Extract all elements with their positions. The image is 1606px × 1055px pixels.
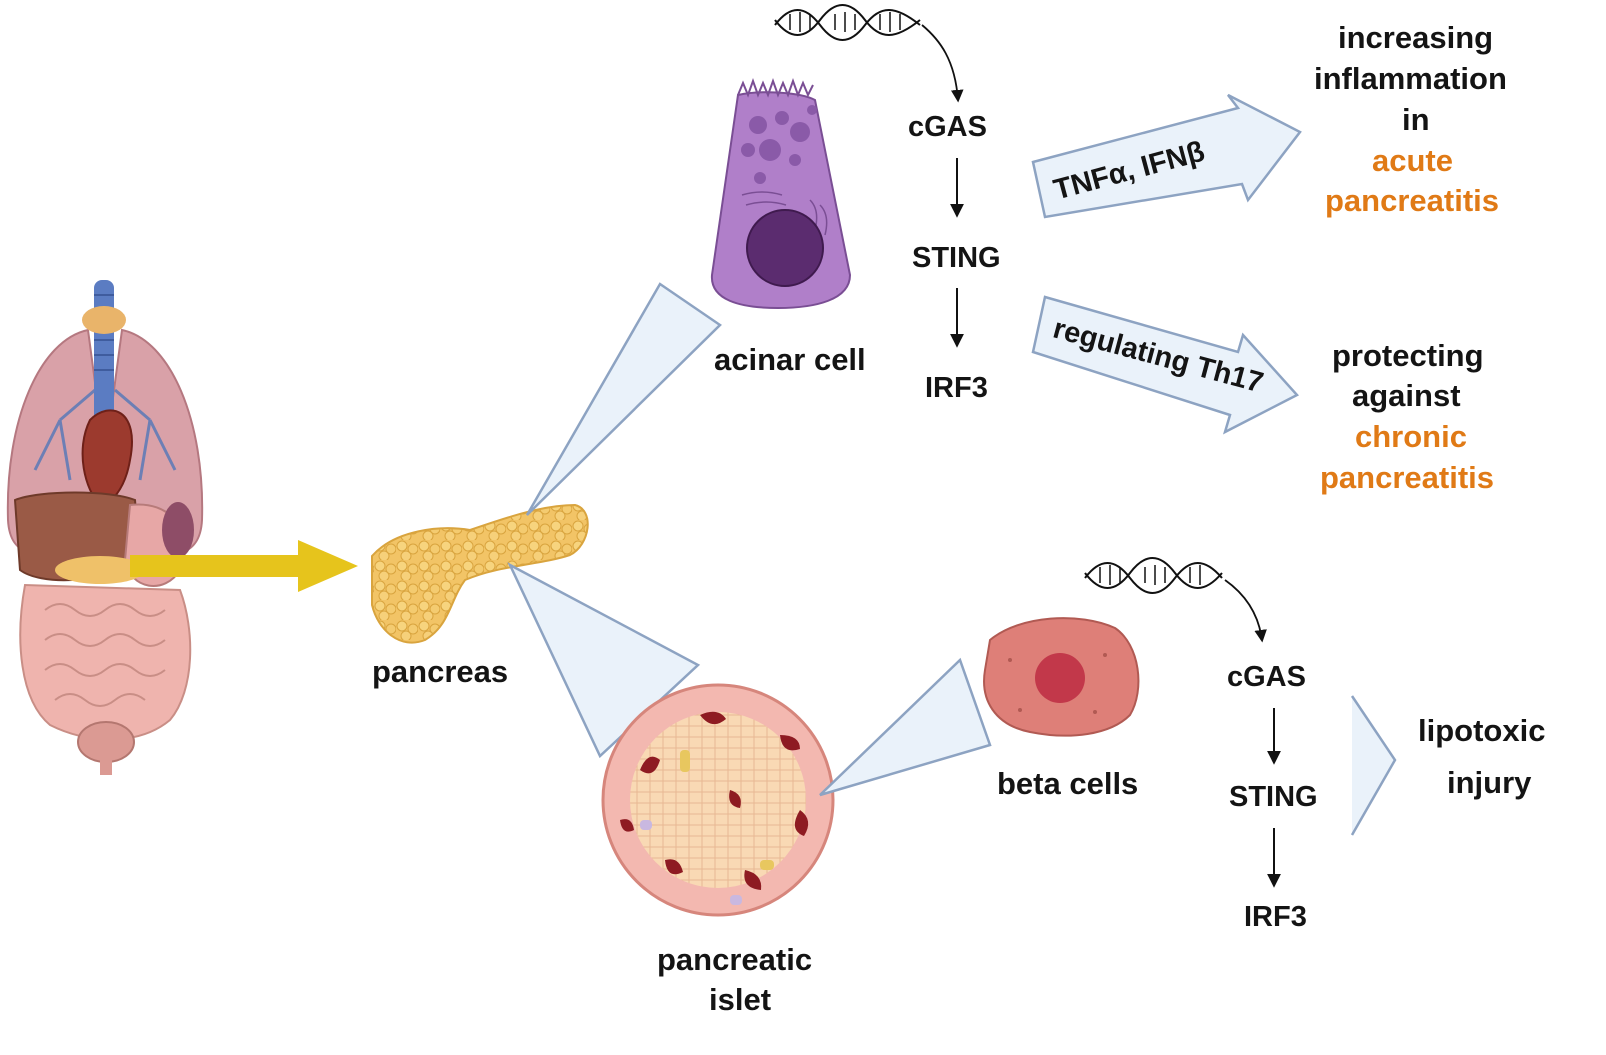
outcome-acute-line5: pancreatitis: [1325, 183, 1500, 218]
beta-cell-illustration: [983, 617, 1140, 737]
outcome-acute-line1: increasing: [1338, 20, 1494, 55]
beta-irf3: IRF3: [1244, 901, 1307, 933]
acinar-cell-illustration: [710, 78, 852, 310]
outcome-acute-line2: inflammation: [1314, 61, 1507, 96]
label-pancreatic-islet-line1: pancreatic: [657, 942, 813, 977]
pancreas-illustration: [371, 503, 589, 644]
outcome-chronic-line4: pancreatitis: [1320, 460, 1495, 495]
outcome-chronic-line1: protecting: [1332, 338, 1484, 373]
label-acinar-cell: acinar cell: [714, 342, 866, 377]
pancreatic-islet-illustration: [601, 683, 835, 917]
organ-to-pancreas-arrow: [130, 540, 358, 592]
outcome-lipotoxic-line1: lipotoxic: [1418, 713, 1546, 748]
acinar-cgas: cGAS: [908, 111, 987, 143]
human-organs-illustration: [6, 280, 204, 775]
beta-cgas: cGAS: [1227, 661, 1306, 693]
callout-to-acinar-cell: [525, 282, 722, 516]
dna-icon-beta: [1084, 557, 1267, 643]
block-arrow-chronic: [1031, 295, 1300, 435]
outcome-chronic-line2: against: [1352, 378, 1461, 413]
label-pancreas: pancreas: [372, 654, 509, 689]
outcome-lipotoxic-line2: injury: [1447, 765, 1532, 800]
outcome-acute-line4: acute: [1372, 143, 1453, 178]
dna-icon-acinar: [774, 4, 964, 103]
label-pancreatic-islet-line2: islet: [709, 982, 772, 1017]
acinar-irf3: IRF3: [925, 372, 988, 404]
block-arrow-acute: [1031, 93, 1302, 219]
callout-to-beta-cells: [819, 657, 992, 797]
outcome-acute-line3: in: [1402, 102, 1430, 137]
chevron-arrow-lipotoxic: [1350, 695, 1397, 836]
outcome-chronic-line3: chronic: [1355, 419, 1467, 454]
label-beta-cells: beta cells: [997, 766, 1139, 801]
beta-sting: STING: [1229, 781, 1318, 813]
acinar-sting: STING: [912, 242, 1001, 274]
